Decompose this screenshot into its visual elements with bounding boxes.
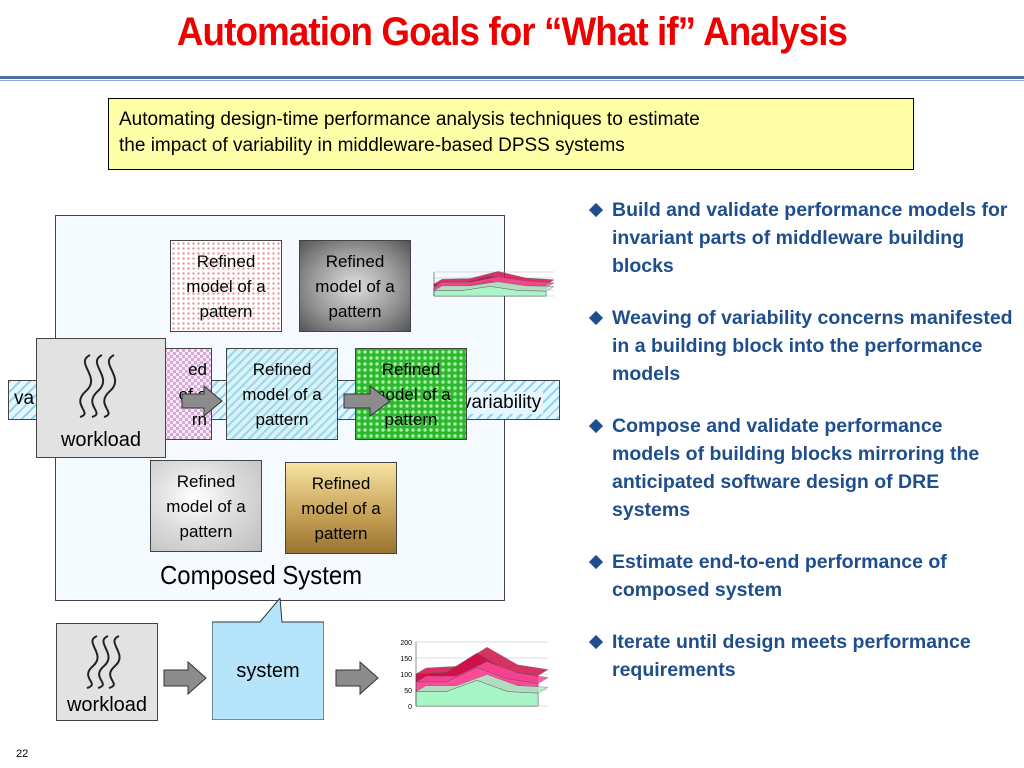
pattern-label-line: model of a: [166, 496, 246, 516]
refined-pattern-model: Refined model of a pattern: [226, 348, 338, 440]
bullet-text: Iterate until design meets performance r…: [612, 631, 971, 681]
y-tick-label: 150: [400, 656, 412, 663]
right-arrow-icon: [181, 384, 223, 418]
refined-pattern-model: Refined model of a pattern: [150, 460, 262, 552]
pattern-label-line: model of a: [371, 384, 451, 404]
pattern-label-line: pattern: [314, 523, 368, 543]
pattern-label-line: Refined: [196, 251, 256, 271]
bullet-text: Estimate end-to-end performance of compo…: [612, 551, 947, 601]
pattern-label-line: pattern: [179, 521, 233, 541]
y-tick-label: 50: [404, 688, 412, 695]
bullet-item: Estimate end-to-end performance of compo…: [585, 548, 1015, 604]
pattern-label-line: pattern: [384, 409, 438, 429]
workload-squiggle-icon: [79, 354, 117, 418]
workload-label: workload: [66, 694, 148, 716]
y-tick-label: 200: [400, 640, 412, 647]
pattern-label-line: Refined: [325, 251, 385, 271]
right-arrow-icon: [163, 660, 207, 696]
refined-pattern-model: Refined model of a pattern: [285, 462, 397, 554]
diamond-bullet-icon: [588, 554, 604, 570]
title-divider-thin: [0, 80, 1024, 81]
variability-label-right: variability: [460, 392, 544, 414]
callout-line-2: the impact of variability in middleware-…: [119, 135, 625, 156]
pattern-label-line: Refined: [311, 473, 371, 493]
workload-squiggle-icon: [86, 635, 121, 689]
pattern-label-line: pattern: [255, 409, 309, 429]
pattern-label-line: pattern: [328, 301, 382, 321]
workload-label: workload: [60, 429, 142, 451]
bullet-item: Build and validate performance models fo…: [585, 196, 1015, 280]
y-tick-label: 0: [408, 704, 412, 711]
right-arrow-icon: [335, 660, 379, 696]
area-series: [433, 286, 547, 297]
pattern-label-line: rn: [191, 409, 207, 429]
bullet-text: Compose and validate performance models …: [612, 415, 980, 521]
diamond-bullet-icon: [588, 634, 604, 650]
right-arrow-icon: [343, 385, 391, 417]
diamond-bullet-icon: [588, 418, 604, 434]
workload-box: workload: [56, 623, 158, 721]
refined-pattern-model: Refined model of a pattern: [170, 240, 282, 332]
callout-line-1: Automating design-time performance analy…: [119, 109, 700, 130]
pattern-label-line: model of a: [242, 384, 322, 404]
slide-title: Automation Goals for “What if” Analysis: [176, 10, 848, 54]
small-performance-chart: [433, 271, 555, 297]
page-number: 22: [16, 748, 29, 760]
bullet-text: Weaving of variability concerns manifest…: [612, 307, 1013, 385]
bullet-list: Build and validate performance models fo…: [585, 196, 1015, 708]
area-series: [415, 680, 539, 707]
title-divider: [0, 76, 1024, 79]
refined-pattern-model: Refined model of a pattern: [299, 240, 411, 332]
pattern-label-line: pattern: [199, 301, 253, 321]
system-callout-shape: [212, 598, 324, 720]
bullet-text: Build and validate performance models fo…: [612, 199, 1008, 277]
diamond-bullet-icon: [588, 310, 604, 326]
y-tick-label: 100: [400, 672, 412, 679]
variability-label-left: va: [14, 388, 35, 409]
composed-system-label: Composed System: [160, 560, 363, 590]
bullet-item: Compose and validate performance models …: [585, 412, 1015, 524]
pattern-label-line: Refined: [176, 471, 236, 491]
diamond-bullet-icon: [588, 202, 604, 218]
pattern-label-line: Refined: [381, 359, 441, 379]
system-label: system: [236, 660, 300, 682]
bullet-item: Weaving of variability concerns manifest…: [585, 304, 1015, 388]
workload-box: workload: [36, 338, 166, 458]
performance-chart: 0 50 100 150 200: [400, 640, 549, 711]
bullet-item: Iterate until design meets performance r…: [585, 628, 1015, 684]
pattern-label-line: model of a: [301, 498, 381, 518]
pattern-label-line: ed: [188, 359, 207, 379]
summary-callout: Automating design-time performance analy…: [108, 98, 914, 170]
pattern-label-line: model of a: [315, 276, 395, 296]
pattern-label-line: model of a: [186, 276, 266, 296]
pattern-label-line: Refined: [252, 359, 312, 379]
